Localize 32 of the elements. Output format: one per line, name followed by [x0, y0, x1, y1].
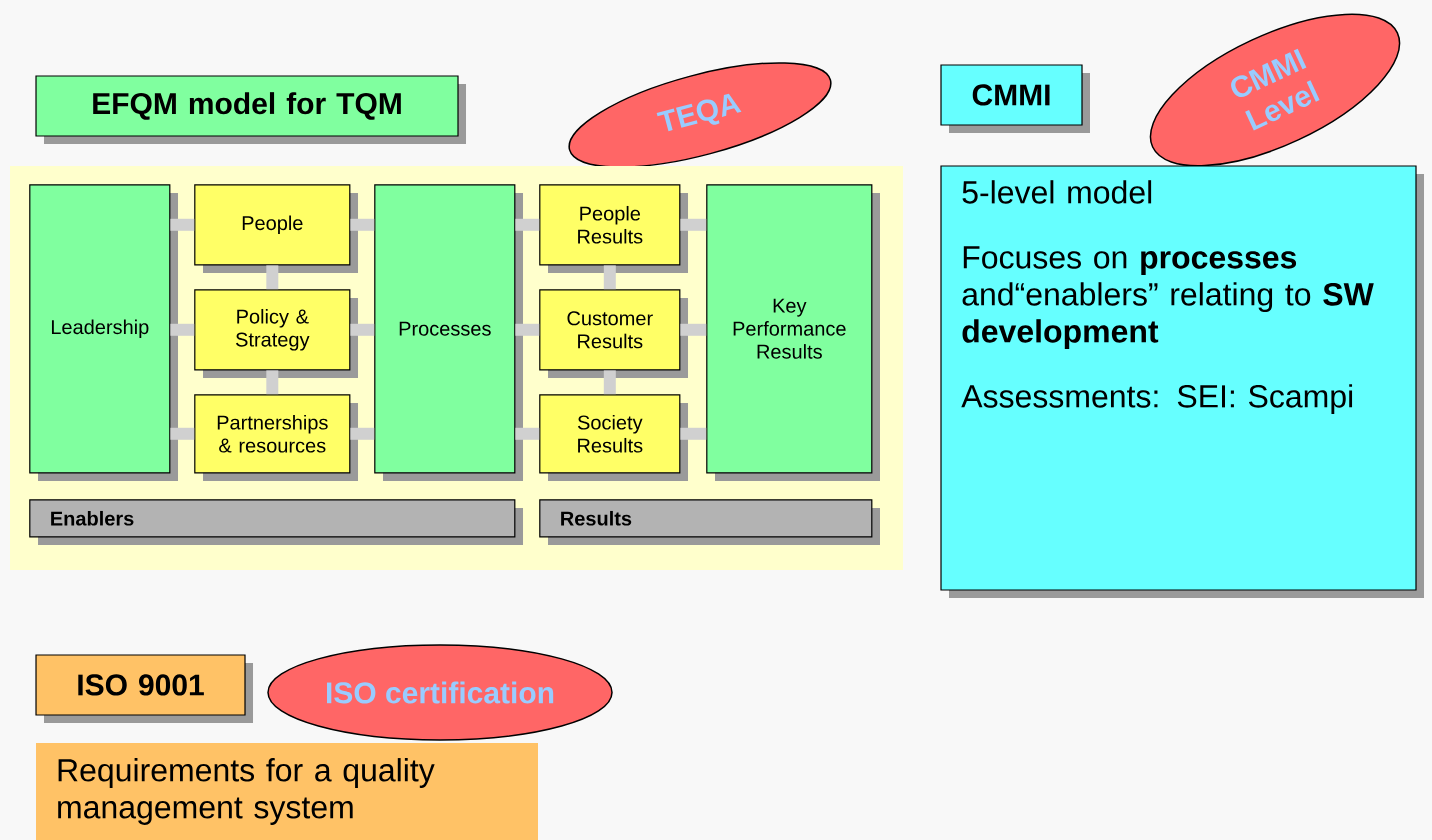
- title-box: ISO 9001: [35, 654, 253, 723]
- criterion-box: People Results: [539, 184, 688, 273]
- criterion-box: People: [194, 184, 358, 273]
- connector: [680, 427, 707, 440]
- criterion-box: Processes: [374, 184, 523, 481]
- criterion-box: Leadership: [29, 184, 178, 481]
- criterion-box: Society Results: [539, 394, 688, 481]
- connector: [266, 265, 279, 290]
- criterion-box: Partnerships & resources: [194, 394, 358, 481]
- connector: [350, 218, 375, 231]
- title-box: CMMI: [940, 64, 1090, 133]
- category-bar: Results: [539, 499, 880, 545]
- connector: [170, 323, 195, 336]
- criterion-box: Customer Results: [539, 289, 688, 378]
- connector: [680, 323, 707, 336]
- connector: [170, 218, 195, 231]
- connector: [603, 370, 616, 395]
- title-box: EFQM model for TQM: [35, 75, 466, 144]
- connector: [515, 218, 540, 231]
- connector: [170, 427, 195, 440]
- connector: [515, 323, 540, 336]
- connector: [603, 265, 616, 290]
- connector: [680, 218, 707, 231]
- text-panel: 5-level model Focuses on processes and“enablers” relating to SW development Assessments: SEI: Scampi: [940, 165, 1424, 598]
- criterion-box: Key Performance Results: [706, 184, 880, 481]
- connector: [350, 323, 375, 336]
- criterion-box: Policy & Strategy: [194, 289, 358, 378]
- connector: [266, 370, 279, 395]
- connector: [350, 427, 375, 440]
- category-bar: Enablers: [29, 499, 523, 545]
- connector: [515, 427, 540, 440]
- text-panel: Requirements for a quality management system: [36, 743, 538, 840]
